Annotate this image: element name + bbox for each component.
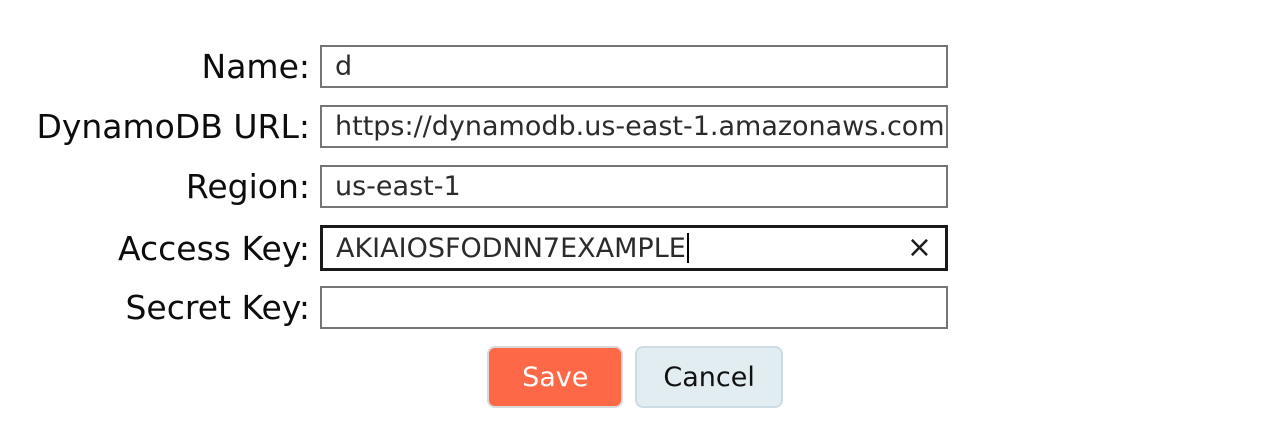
text-caret — [686, 233, 689, 263]
name-label: Name: — [201, 47, 310, 86]
form-row-access-key: Access Key: AKIAIOSFODNN7EXAMPLE × — [0, 225, 1270, 271]
region-label: Region: — [185, 167, 310, 206]
dynamodb-url-input[interactable]: https://dynamodb.us-east-1.amazonaws.com — [320, 105, 948, 148]
cancel-button[interactable]: Cancel — [635, 346, 783, 408]
name-input[interactable]: d — [320, 45, 948, 88]
clear-icon[interactable]: × — [906, 230, 932, 265]
access-key-label: Access Key: — [117, 228, 310, 268]
form-row-secret-key: Secret Key: — [0, 286, 1270, 329]
region-input-value: us-east-1 — [335, 171, 461, 202]
save-button[interactable]: Save — [487, 346, 624, 408]
form-row-dynamodb-url: DynamoDB URL: https://dynamodb.us-east-1… — [0, 105, 1270, 148]
name-input-value: d — [335, 51, 353, 82]
dynamodb-url-input-value: https://dynamodb.us-east-1.amazonaws.com — [335, 111, 945, 142]
form-action-buttons: Save Cancel — [0, 346, 1270, 408]
region-input[interactable]: us-east-1 — [320, 165, 948, 208]
form-row-region: Region: us-east-1 — [0, 165, 1270, 208]
secret-key-input[interactable] — [320, 286, 948, 329]
secret-key-label: Secret Key: — [125, 288, 310, 327]
dynamodb-url-label: DynamoDB URL: — [36, 107, 310, 146]
form-row-name: Name: d — [0, 45, 1270, 88]
access-key-input[interactable]: AKIAIOSFODNN7EXAMPLE × — [320, 225, 948, 271]
access-key-input-value: AKIAIOSFODNN7EXAMPLE — [336, 232, 686, 264]
